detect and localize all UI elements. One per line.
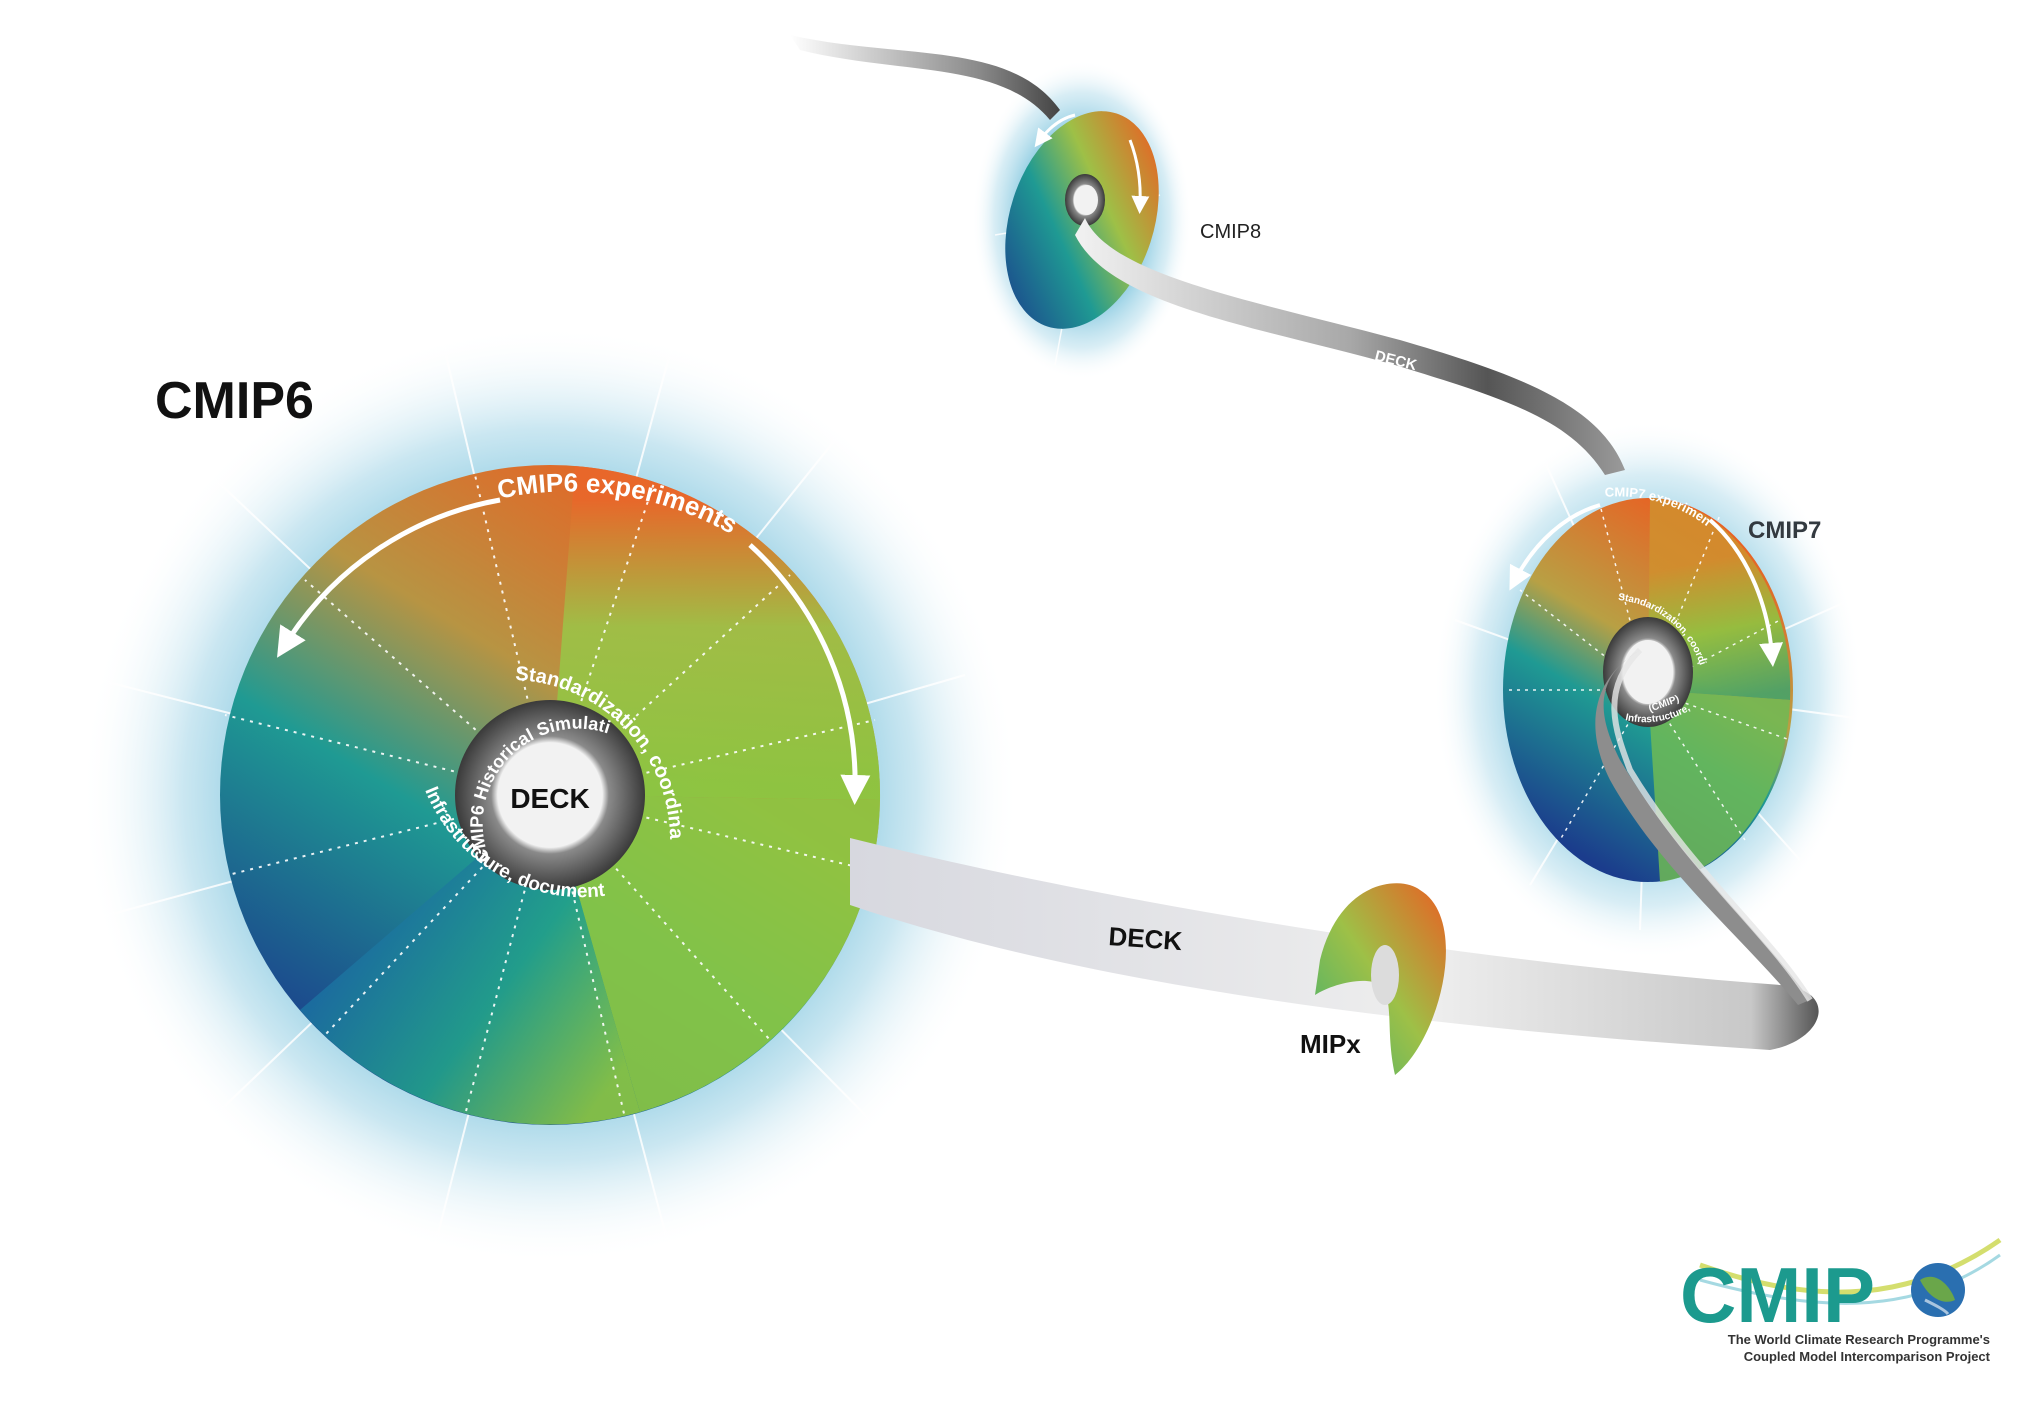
mipx-ribbon-hole: [1371, 945, 1399, 1005]
cmip8-title: CMIP8: [1200, 221, 1261, 243]
deck-ribbon-upper: [1075, 218, 1625, 475]
cmip6-disc: [220, 465, 881, 1125]
logo-line1: The World Climate Research Programme's: [1728, 1332, 1990, 1347]
deck-ribbon-top-tail: [790, 35, 1060, 120]
logo-wordmark: CMIP: [1680, 1251, 1875, 1339]
logo-line2: Coupled Model Intercomparison Project: [1744, 1349, 1991, 1364]
cmip7-title: CMIP7: [1748, 517, 1821, 544]
mipx-label: MIPx: [1300, 1029, 1361, 1059]
cmip6-deck-center: DECK: [510, 783, 589, 814]
cmip7-disc: [1503, 498, 1793, 882]
cmip6-title: CMIP6: [155, 372, 314, 430]
deck-ribbon-lower-label: DECK: [1108, 921, 1184, 956]
cmip-logo: CMIP The World Climate Research Programm…: [1680, 1237, 2002, 1364]
